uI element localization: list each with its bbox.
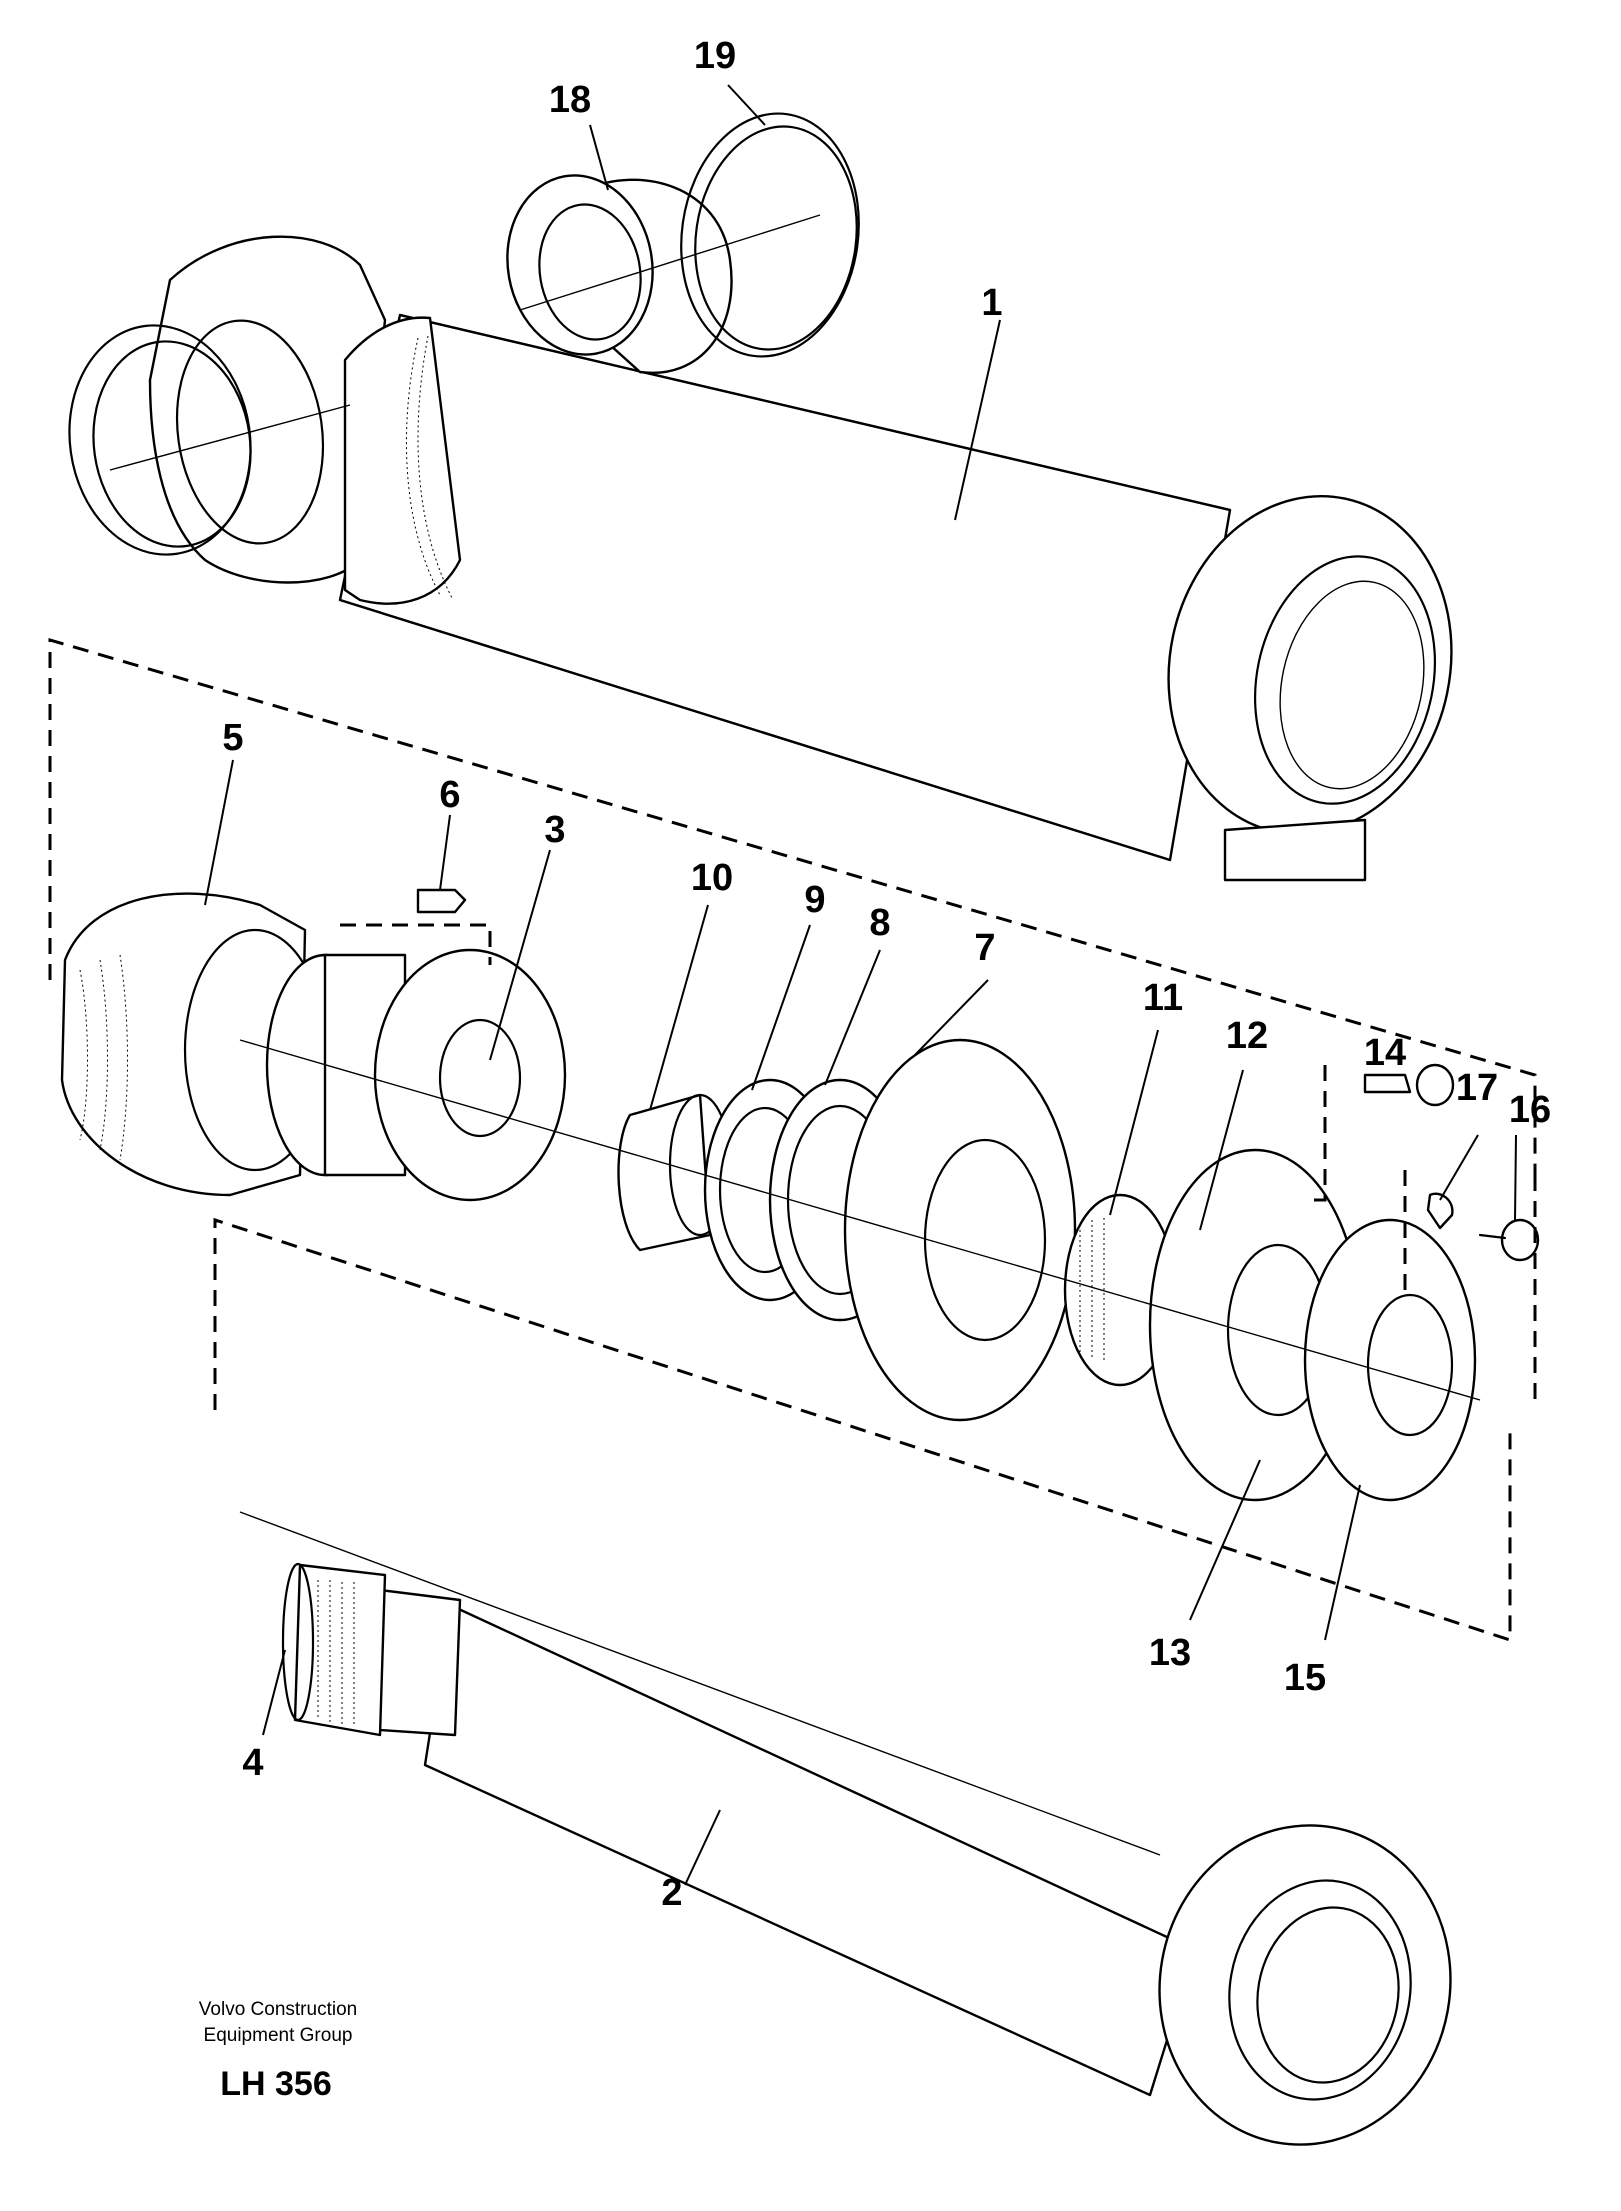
part-label-8: 8 [869,902,890,944]
part-label-4: 4 [242,1742,263,1784]
part-label-15: 15 [1284,1657,1326,1699]
piston-rod-drawing [239,1511,1452,2146]
explosion-guide-lines [48,637,1537,1643]
cylinder-tube-drawing [68,235,1453,882]
part-label-19: 19 [694,35,736,77]
part-label-17: 17 [1456,1067,1498,1109]
part-label-7: 7 [974,927,995,969]
spherical-bearing-drawing [506,174,821,375]
company-name-line1: Volvo Construction [199,1999,357,2020]
retaining-ring-drawing [680,112,860,358]
part-label-13: 13 [1149,1632,1191,1674]
part-label-18: 18 [549,79,591,121]
piston-group-drawing [60,888,1540,1502]
part-label-3: 3 [544,809,565,851]
part-label-9: 9 [804,879,825,921]
part-label-2: 2 [661,1872,682,1914]
leader-lines [204,84,1517,1886]
drawing-code: LH 356 [220,2065,332,2103]
part-label-1: 1 [981,282,1002,324]
part-label-5: 5 [222,717,243,759]
part-label-10: 10 [691,857,733,899]
company-name-line2: Equipment Group [204,2025,353,2046]
part-label-12: 12 [1226,1015,1268,1057]
part-label-16: 16 [1509,1089,1551,1131]
part-label-11: 11 [1143,977,1183,1019]
part-label-14: 14 [1364,1032,1406,1074]
part-label-6: 6 [439,774,460,816]
